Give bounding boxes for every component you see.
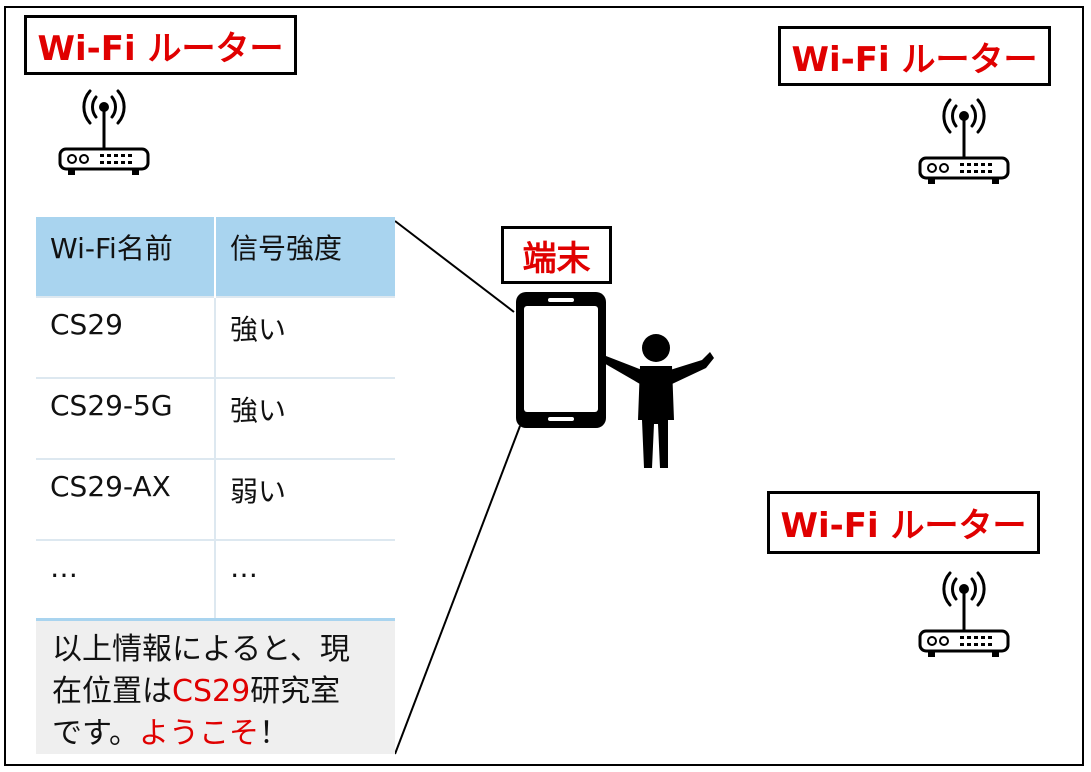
router-label: Wi-Fi ルーター (767, 491, 1040, 554)
result-line-3: です。ようこそ！ (52, 713, 385, 755)
wifi-router-icon (58, 89, 150, 175)
wifi-router-icon (918, 98, 1010, 184)
welcome-highlight: ようこそ (139, 716, 259, 751)
result-text: 在位置は (52, 674, 172, 709)
signal-strength-cell: 強い (230, 394, 287, 427)
connector-line-top (394, 220, 515, 313)
wifi-name-cell: … (36, 540, 216, 621)
router-label: Wi-Fi ルーター (778, 26, 1051, 86)
connector-line-bottom (394, 425, 521, 755)
table-row: CS29-5G 強い (36, 378, 395, 459)
result-line-2: 在位置はCS29研究室 (52, 671, 385, 713)
result-line-1: 以上情報によると、現 (52, 632, 350, 667)
wifi-scan-table: Wi-Fi名前 信号強度 CS29 強い CS29-5G 強い CS29-AX … (36, 217, 395, 621)
wifi-router-icon (918, 571, 1010, 657)
wifi-name-cell: CS29-5G (36, 378, 216, 459)
table-header-row: Wi-Fi名前 信号強度 (36, 217, 395, 297)
wifi-name-cell: CS29-AX (36, 459, 216, 540)
table-row: CS29-AX 弱い (36, 459, 395, 540)
wifi-name-cell: CS29 (36, 297, 216, 378)
diagram-frame (4, 6, 1084, 766)
result-text: ！ (259, 716, 289, 751)
location-result-message: 以上情報によると、現 在位置はCS29研究室 です。ようこそ！ (36, 618, 395, 754)
result-text: です。 (52, 716, 139, 751)
device-label: 端末 (501, 226, 612, 284)
signal-strength-cell: … (230, 551, 258, 584)
result-text: 研究室 (250, 674, 341, 709)
signal-strength-cell: 強い (230, 313, 287, 346)
signal-strength-cell: 弱い (230, 475, 287, 508)
header-wifi-name: Wi-Fi名前 (36, 217, 216, 297)
router-label: Wi-Fi ルーター (24, 15, 297, 75)
table-row: … … (36, 540, 395, 621)
room-name-highlight: CS29 (172, 674, 251, 709)
header-signal-strength: 信号強度 (215, 217, 395, 297)
table-row: CS29 強い (36, 297, 395, 378)
